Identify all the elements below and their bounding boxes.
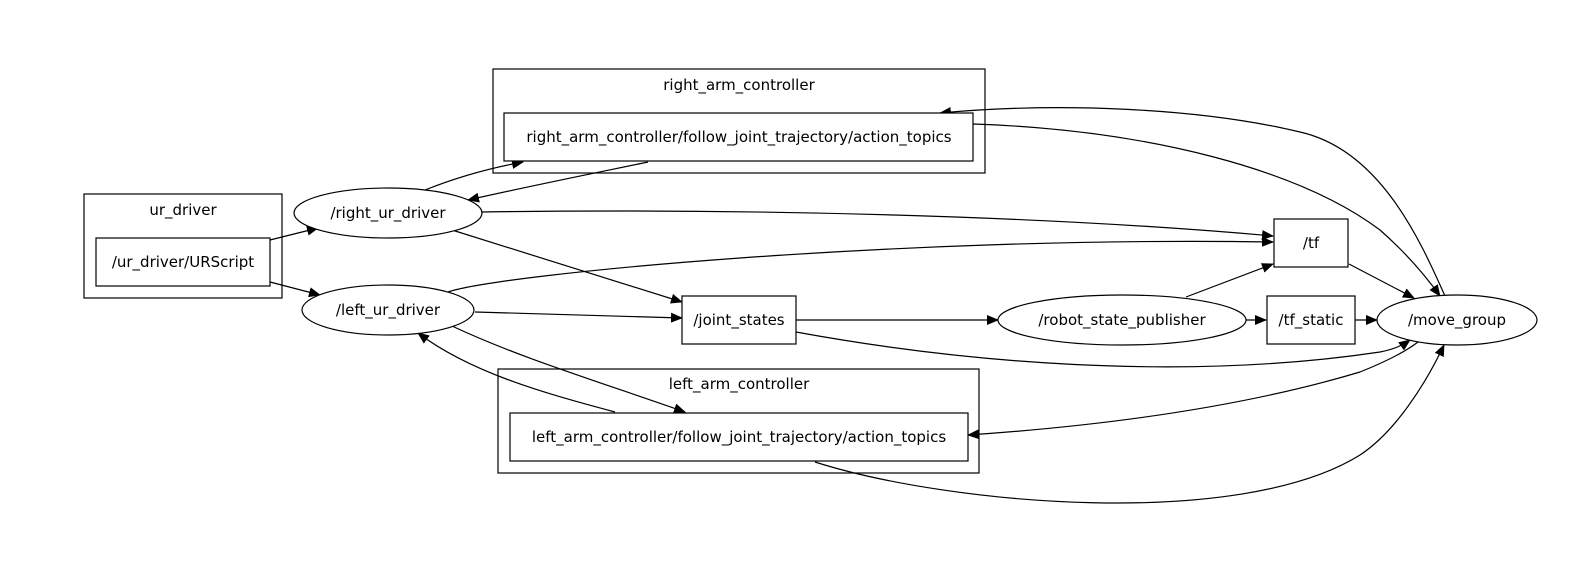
edge-move-group-to-right-action-topics [939,107,1446,297]
cluster-left-arm-controller: left_arm_controller [497,368,980,474]
node-label: /tf [1303,234,1320,252]
cluster-label-left-arm-controller: left_arm_controller [669,375,810,394]
edge-robot-state-publisher-to-tf [1185,263,1274,298]
node-right-action-topics[interactable]: right_arm_controller/follow_joint_trajec… [503,112,974,162]
node-move-group[interactable]: /move_group [1376,294,1538,346]
node-urscript[interactable]: /ur_driver/URScript [95,237,271,287]
edge-right-ur-driver-to-joint-states [451,229,683,304]
node-label: /joint_states [693,311,784,330]
edges [269,107,1446,504]
edge-tf-to-move-group [1348,263,1415,299]
edge-urscript-to-right-ur-driver [269,225,319,241]
edge-right-action-topics-to-right-ur-driver [467,161,649,203]
edge-left-ur-driver-to-joint-states [474,311,683,323]
edge-left-action-topics-to-move-group [814,344,1445,504]
node-left-ur-driver[interactable]: /left_ur_driver [301,284,475,336]
cluster-label-ur-driver: ur_driver [149,201,217,220]
cluster-right-arm-controller: right_arm_controller [492,68,986,174]
edge-left-ur-driver-to-tf [447,236,1274,293]
node-robot-state-publisher[interactable]: /robot_state_publisher [997,294,1247,346]
node-label: left_arm_controller/follow_joint_traject… [532,428,946,447]
edge-left-ur-driver-to-left-action-topics [451,325,686,414]
node-label: right_arm_controller/follow_joint_trajec… [526,128,951,147]
node-left-action-topics[interactable]: left_arm_controller/follow_joint_traject… [509,412,969,462]
edge-joint-states-to-move-group [795,331,1411,368]
edge-left-action-topics-to-left-ur-driver [417,332,616,413]
cluster-ur-driver: ur_driver [83,193,283,299]
cluster-label-right-arm-controller: right_arm_controller [663,76,815,95]
edge-right-ur-driver-to-tf [481,210,1274,240]
node-joint-states[interactable]: /joint_states [681,295,797,345]
node-label: /right_ur_driver [330,204,446,223]
node-label: /ur_driver/URScript [112,253,254,272]
node-tf[interactable]: /tf [1273,218,1349,268]
node-label: /robot_state_publisher [1038,311,1206,330]
node-tf-static[interactable]: /tf_static [1266,295,1356,345]
edge-right-ur-driver-to-right-action-topics [424,159,524,191]
node-right-ur-driver[interactable]: /right_ur_driver [293,187,483,239]
edge-urscript-to-left-ur-driver [269,281,321,298]
node-label: /tf_static [1279,311,1344,330]
node-label: /left_ur_driver [336,301,441,320]
edge-right-action-topics-to-move-group [972,123,1441,297]
node-label: /move_group [1408,311,1506,330]
edge-move-group-to-left-action-topics [967,341,1419,440]
